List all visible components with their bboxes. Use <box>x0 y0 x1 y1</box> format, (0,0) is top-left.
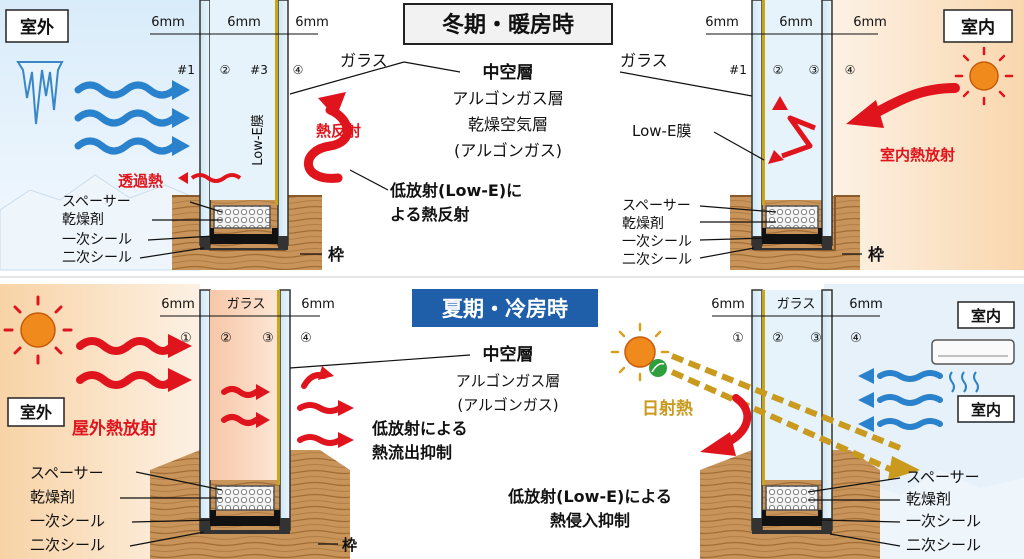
summer-title: 夏期・冷房時 <box>442 297 568 321</box>
glass-label: ガラス <box>620 51 668 70</box>
part-label: 二次シール <box>62 250 132 266</box>
intrusion-line: 低放射(Low-E)による <box>507 487 672 506</box>
surface-number: ③ <box>809 63 820 77</box>
heat-reflect-label: 熱反射 <box>316 122 361 140</box>
transmit-heat-label: 透過熱 <box>118 172 163 190</box>
dim-label: 6mm <box>151 15 185 30</box>
dim-label: 6mm <box>295 15 329 30</box>
dim-label: 6mm <box>711 297 745 312</box>
intrusion-line: 熱侵入抑制 <box>550 511 630 530</box>
part-label: 一次シール <box>30 512 105 530</box>
sun-icon <box>3 295 73 365</box>
hollow-layer-line: (アルゴンガス) <box>454 141 562 160</box>
lowe-reflect-line: よる熱反射 <box>390 205 470 224</box>
winter-outdoor-label: 室外 <box>20 17 54 38</box>
primary-seal <box>210 228 278 244</box>
summer-outdoor-label: 室外 <box>20 403 52 422</box>
lowe-film-label: Low-E膜 <box>251 114 266 166</box>
hollow-layer-title: 中空層 <box>483 344 534 365</box>
part-label: 一次シール <box>906 512 981 530</box>
outflow-line: 熱流出抑制 <box>372 443 452 462</box>
desiccant <box>213 205 271 229</box>
winter-indoor-label: 室内 <box>961 17 995 38</box>
dim-label: ガラス <box>777 297 816 312</box>
surface-number: ④ <box>845 63 856 77</box>
surface-number: #3 <box>250 63 268 77</box>
part-label: 乾燥剤 <box>30 488 75 506</box>
lowe-film <box>762 0 765 205</box>
air-conditioner-icon <box>931 339 1015 393</box>
part-label: 二次シール <box>906 536 981 554</box>
surface-number: ① <box>180 331 192 346</box>
part-label: 一次シール <box>62 232 132 248</box>
glass-label: ガラス <box>340 51 388 70</box>
hollow-layer-title: 中空層 <box>483 62 534 83</box>
leaf-icon <box>649 359 667 377</box>
solar-heat-label: 日射熱 <box>642 398 693 419</box>
winter-left-window <box>172 0 322 270</box>
dim-label: 6mm <box>161 297 195 312</box>
dim-label: 6mm <box>227 15 261 30</box>
part-label: スペーサー <box>906 468 980 486</box>
part-label: スペーサー <box>62 194 131 210</box>
indoor-radiation-label: 室内熱放射 <box>880 146 955 164</box>
surface-number: ② <box>772 331 784 346</box>
surface-number: #1 <box>177 63 195 77</box>
surface-number: ① <box>732 331 744 346</box>
surface-number: ② <box>220 331 232 346</box>
heat-reflect-arrow <box>303 105 352 183</box>
sun-icon <box>954 46 1014 106</box>
cold-air-arrows <box>74 81 178 155</box>
surface-number: ④ <box>850 331 862 346</box>
part-label: 二次シール <box>622 252 692 268</box>
part-label: 一次シール <box>622 234 692 250</box>
summer-title-box <box>412 289 598 327</box>
winter-title-box <box>403 3 613 45</box>
icicle-icon <box>16 61 64 125</box>
summer-indoor-label-top: 室内 <box>971 307 1001 325</box>
frame-label: 枠 <box>328 245 344 264</box>
part-label: 乾燥剤 <box>622 216 664 232</box>
dim-label: 6mm <box>849 297 883 312</box>
surface-number: ② <box>220 63 231 77</box>
surface-number: ③ <box>262 331 274 346</box>
surface-number: ④ <box>300 331 312 346</box>
dim-label: ガラス <box>227 297 266 312</box>
surface-number: ② <box>773 63 784 77</box>
lowe-film <box>275 0 278 205</box>
lowe-reflect-line: 低放射(Low-E)に <box>389 181 522 200</box>
outflow-line: 低放射による <box>371 419 468 438</box>
part-label: 乾燥剤 <box>62 212 104 228</box>
hollow-layer-line: アルゴンガス層 <box>456 372 561 390</box>
dim-label: 6mm <box>779 15 813 30</box>
lowe-film-label: Low-E膜 <box>632 122 691 140</box>
part-label: スペーサー <box>30 464 104 482</box>
outdoor-radiation-label: 屋外熱放射 <box>72 418 157 439</box>
part-label: スペーサー <box>622 198 691 214</box>
winter-right-window <box>730 0 860 270</box>
dim-label: 6mm <box>705 15 739 30</box>
hollow-layer-line: (アルゴンガス) <box>457 396 558 414</box>
hollow-layer-line: 乾燥空気層 <box>468 115 548 134</box>
hollow-layer-line: アルゴンガス層 <box>452 89 564 108</box>
surface-number: #1 <box>729 63 747 77</box>
part-label: 乾燥剤 <box>906 490 951 508</box>
surface-number: ③ <box>810 331 822 346</box>
frame-label: 枠 <box>868 245 884 264</box>
part-label: 二次シール <box>30 536 105 554</box>
winter-title: 冬期・暖房時 <box>442 12 574 38</box>
secondary-seal <box>200 236 288 250</box>
dim-label: 6mm <box>301 297 335 312</box>
summer-left-window <box>150 289 350 559</box>
dim-label: 6mm <box>853 15 887 30</box>
surface-number: ④ <box>293 63 304 77</box>
frame-label: 枠 <box>342 536 357 554</box>
summer-indoor-label: 室内 <box>971 401 1001 419</box>
